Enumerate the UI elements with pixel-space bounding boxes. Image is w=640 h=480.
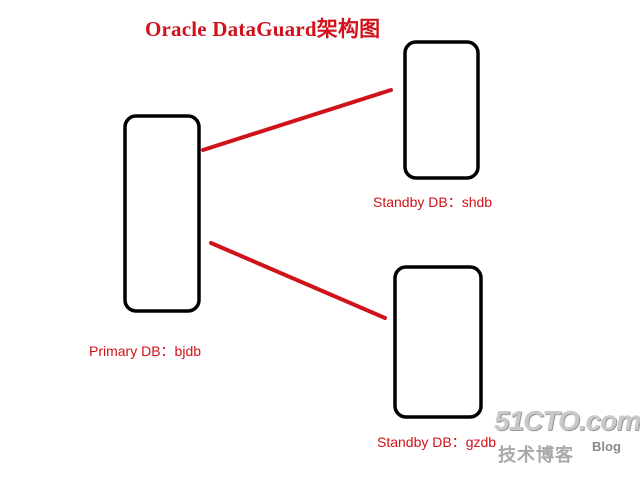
watermark-logo: 51CTO.com 技术博客 Blog bbox=[494, 405, 640, 466]
diagram-title: Oracle DataGuard架构图 bbox=[145, 17, 381, 41]
standby-gzdb-box bbox=[393, 265, 483, 419]
standby-gzdb-label: Standby DB：gzdb bbox=[377, 434, 497, 450]
link-primary-to-shdb bbox=[201, 88, 393, 152]
standby-shdb-label: Standby DB：shdb bbox=[373, 194, 493, 210]
standby-shdb-box bbox=[403, 40, 480, 180]
link-primary-to-gzdb bbox=[209, 241, 387, 320]
watermark-main-text: 51CTO.com bbox=[494, 405, 640, 436]
primary-db-box bbox=[123, 114, 201, 313]
watermark-sub-text: 技术博客 bbox=[498, 445, 574, 466]
watermark-blog-text: Blog bbox=[592, 439, 621, 454]
primary-db-label: Primary DB：bjdb bbox=[89, 343, 202, 359]
